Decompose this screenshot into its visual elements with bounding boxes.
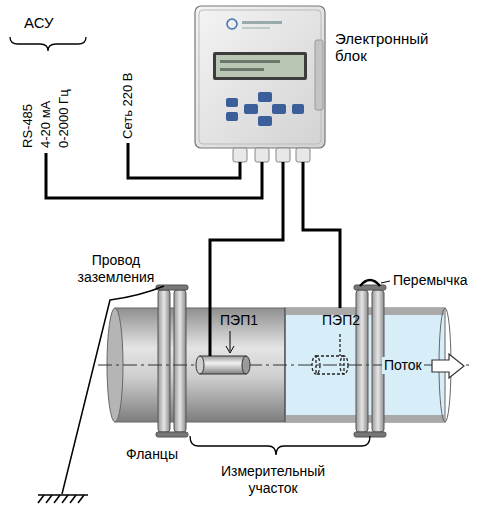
leader-line xyxy=(230,331,231,351)
brace xyxy=(10,37,86,51)
flow-arrow xyxy=(432,354,464,378)
transducer-2 xyxy=(312,334,348,374)
part-name: ПЭП1 xyxy=(220,312,258,329)
signal-name: 4-20 мА xyxy=(38,101,54,148)
part-name: Измерительный участок xyxy=(214,463,332,497)
part-name: ПЭП2 xyxy=(322,312,360,329)
part-name: Электронный блок xyxy=(335,30,443,64)
wires xyxy=(46,143,262,198)
power-label: Сеть 220 В xyxy=(120,73,136,140)
electronic-unit xyxy=(195,6,325,162)
signal-name: RS-485 xyxy=(20,104,36,148)
brace xyxy=(190,436,370,455)
sensor-cables xyxy=(210,162,340,356)
part-name: Провод заземления xyxy=(64,252,168,286)
ground-symbol xyxy=(38,495,88,503)
ground-wire xyxy=(62,286,164,494)
part-name: Фланцы xyxy=(126,446,178,463)
system-label: АСУ xyxy=(24,14,54,31)
jumper xyxy=(360,280,380,286)
signal-name: 0-2000 Гц xyxy=(56,89,72,148)
transducer-1 xyxy=(196,356,250,374)
part-name: Перемычка xyxy=(393,272,468,289)
arrowhead xyxy=(226,346,234,353)
flow-label: Поток xyxy=(382,357,424,374)
flanges xyxy=(156,285,386,437)
leader-line xyxy=(381,281,390,283)
